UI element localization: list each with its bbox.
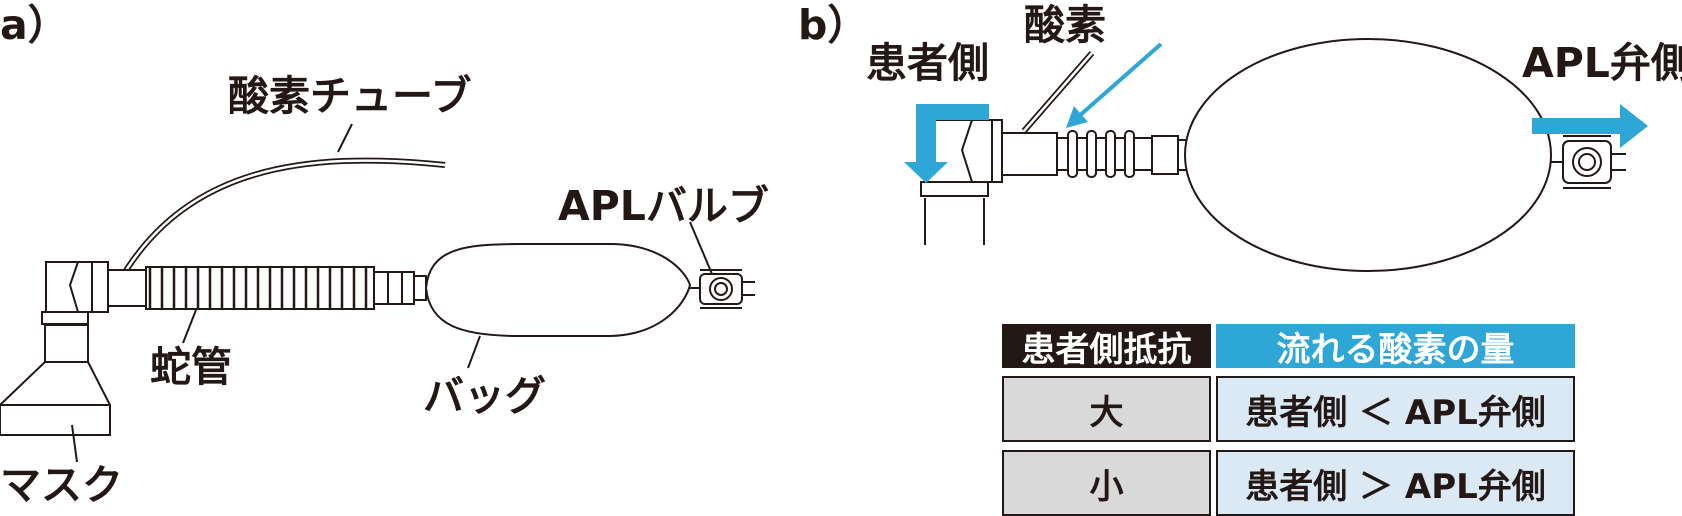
- label-oxygen: 酸素: [1024, 1, 1106, 49]
- table-cell-resistance: 小: [1002, 450, 1211, 516]
- table-cell-resistance: 大: [1002, 376, 1211, 442]
- flow-arrows: [904, 42, 1648, 183]
- corrugated-tube-b: [1056, 130, 1153, 178]
- label-corrugated-tube: 蛇管: [150, 343, 232, 391]
- arrow-diagonal-icon: [1076, 42, 1163, 119]
- panel-a-drawing: [0, 123, 755, 463]
- table-row: 小 患者側 ＞ APL弁側: [1002, 450, 1575, 516]
- elbow-connector: [45, 261, 109, 313]
- tube-cuff-left: [107, 269, 147, 307]
- tube-cuff-b: [1001, 132, 1058, 176]
- table-cell-oxygen-flow: 患者側 ＜ APL弁側: [1216, 376, 1575, 442]
- apl-leader: [689, 221, 713, 275]
- mask-leader: [71, 424, 78, 463]
- mask-ring: [41, 311, 89, 325]
- apl-valve-b: [1551, 135, 1626, 189]
- label-oxygen-tube: 酸素チューブ: [228, 72, 472, 120]
- label-patient-side: 患者側: [866, 39, 989, 87]
- arrow-right-icon: [1532, 104, 1648, 148]
- table-header-row: 患者側抵抗 流れる酸素の量: [1002, 324, 1575, 370]
- tube-cuff-right: [373, 271, 415, 305]
- mask: [0, 324, 111, 436]
- corrugated-tube: [145, 266, 375, 310]
- bag-b: [1184, 38, 1552, 272]
- table-cell-oxygen-flow: 患者側 ＞ APL弁側: [1216, 450, 1575, 516]
- patient-ring: [920, 181, 989, 197]
- comparison-table: 患者側抵抗 流れる酸素の量 大 患者側 ＜ APL弁側 小 患者側 ＞ APL弁…: [1002, 324, 1575, 516]
- label-apl-side: APL弁側: [1522, 39, 1682, 87]
- apl-valve: [690, 269, 755, 309]
- panel-b-tag: b）: [798, 1, 869, 49]
- bag: [424, 243, 692, 337]
- panel-a-tag: a）: [0, 1, 69, 49]
- arrow-down-icon: [904, 104, 989, 183]
- oxygen-tube-inner: [123, 159, 446, 273]
- label-mask: マスク: [0, 461, 123, 509]
- panel-b-drawing: [920, 38, 1626, 272]
- table-header-resistance: 患者側抵抗: [1002, 324, 1211, 370]
- corrugated-leader: [182, 309, 197, 344]
- table-row: 大 患者側 ＜ APL弁側: [1002, 376, 1575, 442]
- label-bag: バッグ: [423, 372, 546, 420]
- table-header-oxygen-flow: 流れる酸素の量: [1216, 324, 1575, 370]
- oxygen-tube-leader: [337, 123, 353, 153]
- label-apl-valve: APLバルブ: [558, 182, 769, 230]
- bag-leader: [467, 335, 481, 369]
